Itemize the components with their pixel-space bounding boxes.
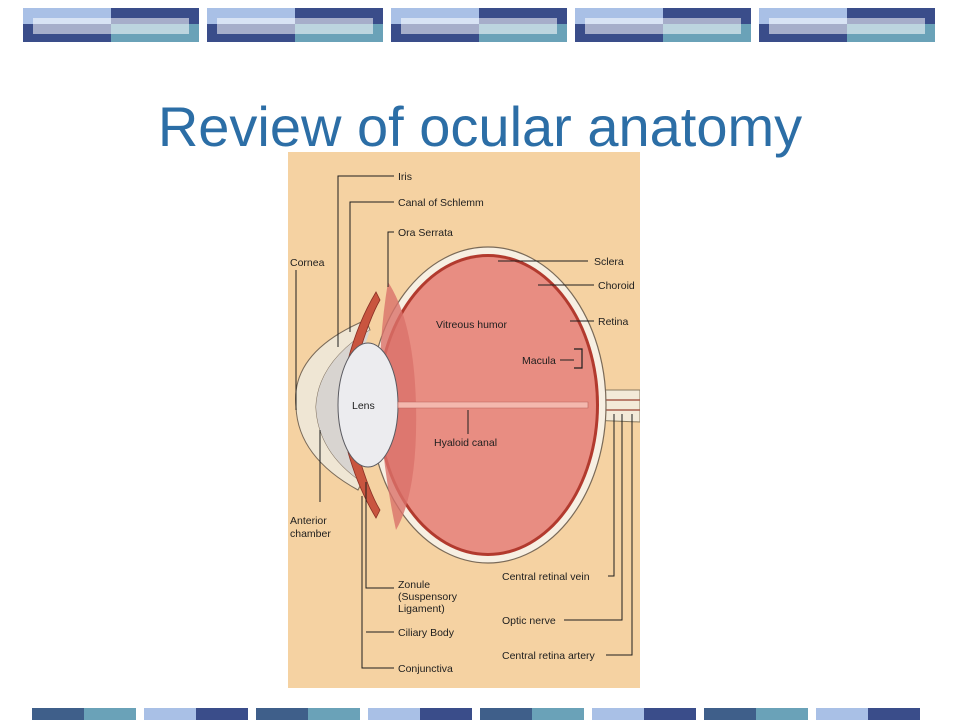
macula-bracket	[574, 348, 583, 369]
label-choroid: Choroid	[598, 280, 635, 292]
bottom-decorative-band	[32, 708, 920, 720]
label-retina: Retina	[598, 316, 629, 328]
top-band-block-5	[759, 8, 935, 42]
label-hyaloid-canal: Hyaloid canal	[434, 437, 497, 449]
top-band-block-1	[23, 8, 199, 42]
label-ciliary-body: Ciliary Body	[398, 627, 455, 639]
slide-title: Review of ocular anatomy	[157, 95, 803, 158]
label-cornea: Cornea	[290, 257, 325, 269]
top-band-block-2	[207, 8, 383, 42]
label-optic-nerve: Optic nerve	[502, 615, 556, 627]
leader-lines	[295, 175, 633, 669]
label-zonule-line3: Ligament)	[398, 603, 445, 615]
label-macula: Macula	[522, 355, 556, 367]
top-decorative-band	[23, 8, 935, 42]
label-sclera: Sclera	[594, 256, 624, 268]
top-band-block-3	[391, 8, 567, 42]
label-anterior-chamber-line1: Anterior	[290, 515, 327, 527]
label-central-retina-artery: Central retina artery	[502, 650, 596, 662]
label-zonule-line1: Zonule	[398, 579, 430, 591]
label-lens: Lens	[352, 400, 375, 412]
label-vitreous-humor: Vitreous humor	[436, 319, 508, 331]
label-iris: Iris	[398, 171, 412, 183]
label-anterior-chamber-line2: chamber	[290, 528, 331, 540]
eye-anatomy-diagram: Iris Canal of Schlemm Ora Serrata Cornea…	[288, 152, 640, 688]
hyaloid-canal-shape	[397, 401, 589, 409]
label-zonule-line2: (Suspensory	[398, 591, 458, 603]
label-ora-serrata: Ora Serrata	[398, 227, 453, 239]
top-band-block-4	[575, 8, 751, 42]
label-central-retinal-vein: Central retinal vein	[502, 571, 590, 583]
label-conjunctiva: Conjunctiva	[398, 663, 453, 675]
label-canal-of-schlemm: Canal of Schlemm	[398, 197, 484, 209]
